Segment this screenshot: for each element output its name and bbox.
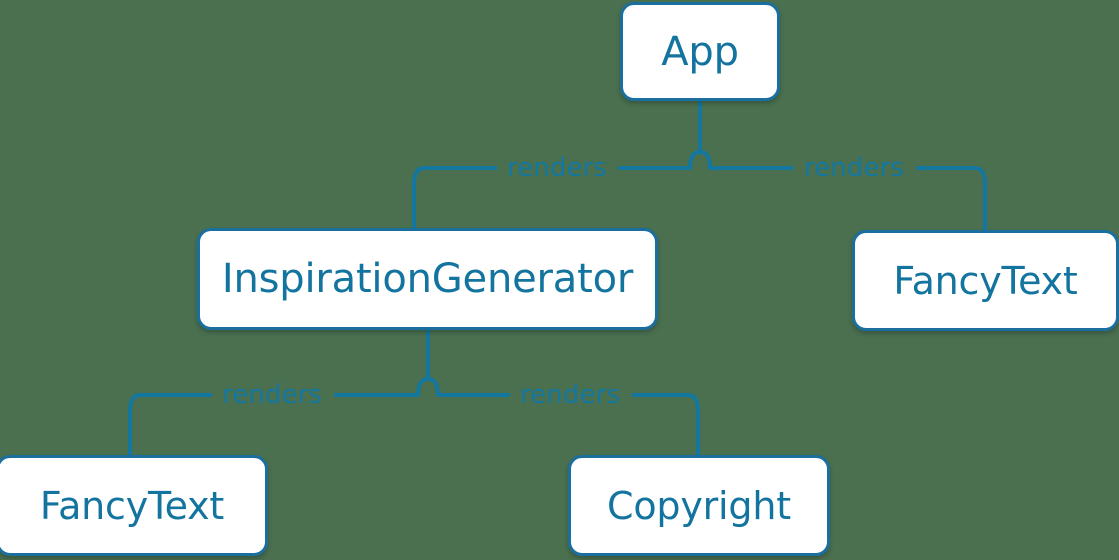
node-fancytext-bottom-label: FancyText — [39, 483, 225, 528]
node-app[interactable]: App — [620, 2, 780, 101]
edge-label-inspirationgenerator-to-fancytext-bottom: renders — [221, 380, 323, 410]
edge-label-app-to-fancytext-right: renders — [803, 153, 905, 183]
node-inspiration-generator[interactable]: InspirationGenerator — [197, 228, 658, 330]
edge-label-inspirationgenerator-to-copyright: renders — [519, 380, 621, 410]
node-fancytext-right[interactable]: FancyText — [852, 230, 1119, 331]
node-copyright-label: Copyright — [607, 483, 791, 528]
edge-label-app-to-inspirationgenerator: renders — [506, 153, 608, 183]
node-fancytext-right-label: FancyText — [893, 258, 1078, 303]
node-fancytext-bottom[interactable]: FancyText — [0, 455, 268, 556]
node-app-label: App — [661, 28, 739, 75]
node-copyright[interactable]: Copyright — [568, 455, 830, 556]
node-inspiration-generator-label: InspirationGenerator — [221, 256, 634, 302]
